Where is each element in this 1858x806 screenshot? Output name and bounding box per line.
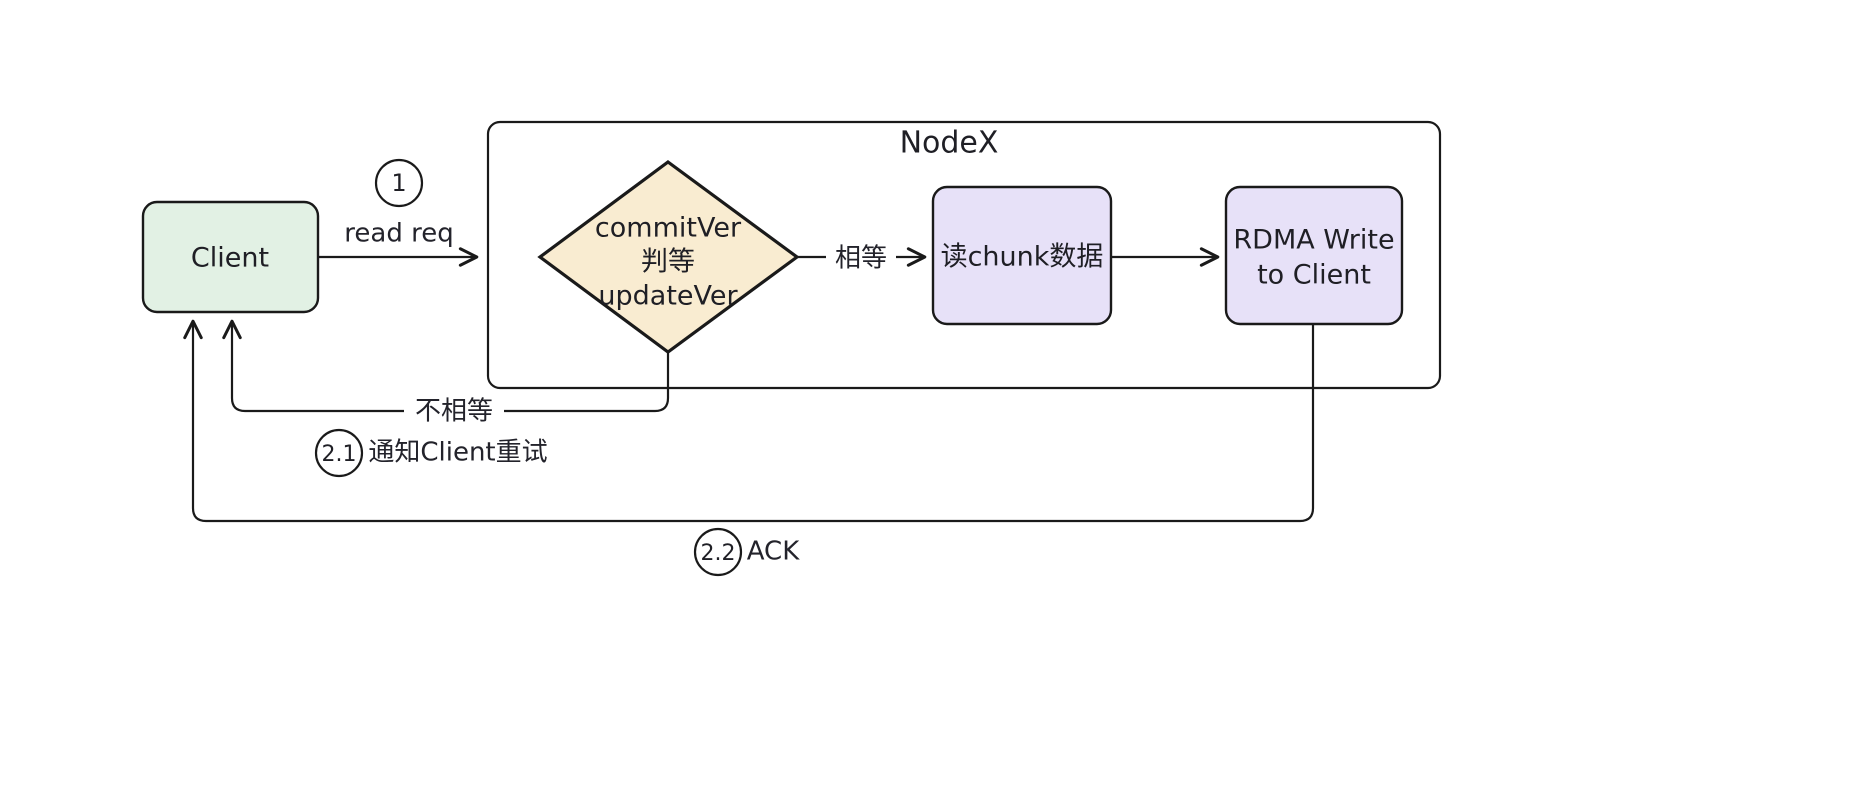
edge-read-req: 1 read req — [316, 158, 479, 267]
step-badge-2-1-label: 2.1 — [322, 442, 357, 467]
node-read-chunk-label: 读chunk数据 — [941, 242, 1104, 273]
edge-equal-label-bg — [826, 242, 896, 274]
node-rdma-write-label-line1: RDMA Write — [1233, 225, 1394, 256]
edge-not-equal-label-bg — [404, 395, 504, 427]
node-decision-commitver[interactable]: commitVer 判等 updateVer — [537, 160, 800, 354]
step-badge-1-circle — [374, 158, 424, 208]
edge-ack: 2.2 ACK — [183, 319, 1315, 577]
edge-ack-line — [183, 319, 1315, 523]
cluster-nodex-label: NodeX — [900, 126, 999, 161]
edge-not-equal: 不相等 2.1 通知Client重试 — [222, 319, 670, 478]
node-client-box[interactable] — [141, 200, 320, 314]
node-rdma-write[interactable]: RDMA Write to Client — [1224, 185, 1404, 326]
step-badge-2-2-label: 2.2 — [701, 541, 736, 566]
step-badge-2-1-circle — [314, 428, 364, 478]
node-read-chunk-box[interactable] — [931, 185, 1113, 326]
node-client-label: Client — [191, 243, 269, 274]
edge-not-equal-step-label: 通知Client重试 — [368, 438, 547, 468]
edge-read-req-label: read req — [344, 219, 453, 249]
node-decision-label-line3: updateVer — [598, 281, 738, 312]
step-badge-1-label: 1 — [391, 169, 406, 197]
node-rdma-write-box[interactable] — [1224, 185, 1404, 326]
node-decision-label-line2: 判等 — [641, 247, 695, 278]
node-read-chunk[interactable]: 读chunk数据 — [931, 185, 1113, 326]
node-decision-label-line1: commitVer — [595, 213, 742, 244]
edge-equal-label: 相等 — [835, 244, 887, 274]
edge-equal: 相等 — [795, 242, 927, 274]
node-client[interactable]: Client — [141, 200, 320, 314]
edge-not-equal-label: 不相等 — [415, 397, 493, 427]
step-badge-2-2-circle — [693, 527, 743, 577]
edge-ack-step-label: ACK — [747, 537, 800, 567]
node-decision-shape[interactable] — [537, 160, 800, 354]
node-rdma-write-label-line2: to Client — [1257, 260, 1371, 291]
